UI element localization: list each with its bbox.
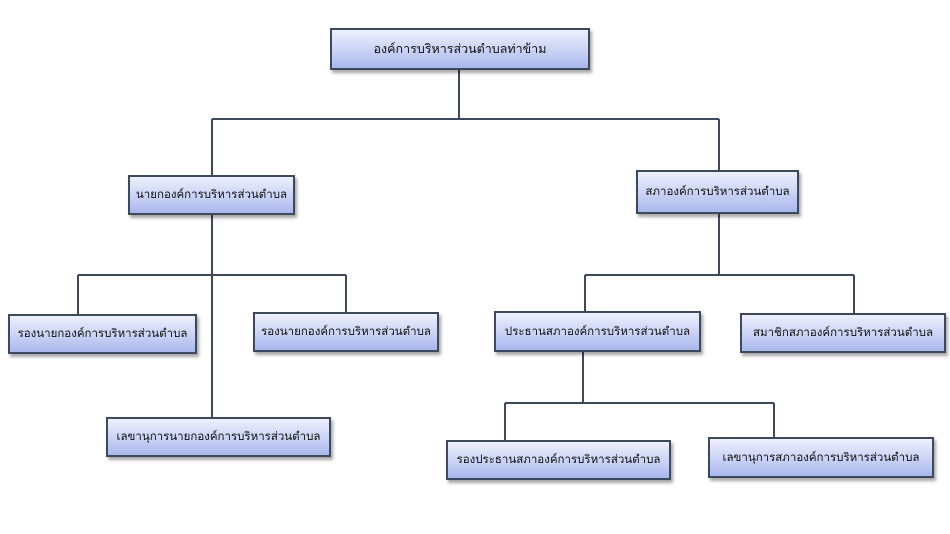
mayor-secretary-label: เลขานุการนายกองค์การบริหารส่วนตำบล (116, 429, 321, 443)
council-member-label: สมาชิกสภาองค์การบริหารส่วนตำบล (753, 325, 933, 339)
council-vice-chairman-node: รองประธานสภาองค์การบริหารส่วนตำบล (446, 440, 671, 480)
council-member-node: สมาชิกสภาองค์การบริหารส่วนตำบล (740, 313, 946, 353)
council-secretary-node: เลขานุการสภาองค์การบริหารส่วนตำบล (708, 437, 934, 478)
connector-mayor (77, 215, 347, 417)
connector-chairman (504, 352, 775, 440)
deputy-mayor-2-label: รองนายกองค์การบริหารส่วนตำบล (261, 324, 431, 338)
deputy-mayor-1-node: รองนายกองค์การบริหารส่วนตำบล (8, 314, 197, 354)
council-chairman-node: ประธานสภาองค์การบริหารส่วนตำบล (494, 311, 701, 352)
council-label: สภาองค์การบริหารส่วนตำบล (645, 184, 790, 198)
deputy-mayor-1-label: รองนายกองค์การบริหารส่วนตำบล (17, 326, 188, 340)
connector-council (584, 214, 855, 313)
deputy-mayor-2-node: รองนายกองค์การบริหารส่วนตำบล (253, 312, 439, 352)
mayor-node: นายกองค์การบริหารส่วนตำบล (128, 175, 295, 215)
council-vice-chairman-label: รองประธานสภาองค์การบริหารส่วนตำบล (456, 452, 661, 466)
root-label: องค์การบริหารส่วนตำบลท่าข้าม (373, 41, 547, 56)
connector-root (211, 70, 720, 175)
council-chairman-label: ประธานสภาองค์การบริหารส่วนตำบล (504, 323, 691, 338)
mayor-secretary-node: เลขานุการนายกองค์การบริหารส่วนตำบล (106, 417, 331, 457)
council-node: สภาองค์การบริหารส่วนตำบล (636, 170, 799, 214)
mayor-label: นายกองค์การบริหารส่วนตำบล (135, 187, 288, 201)
council-secretary-label: เลขานุการสภาองค์การบริหารส่วนตำบล (722, 449, 920, 464)
root-node: องค์การบริหารส่วนตำบลท่าข้าม (330, 28, 590, 70)
